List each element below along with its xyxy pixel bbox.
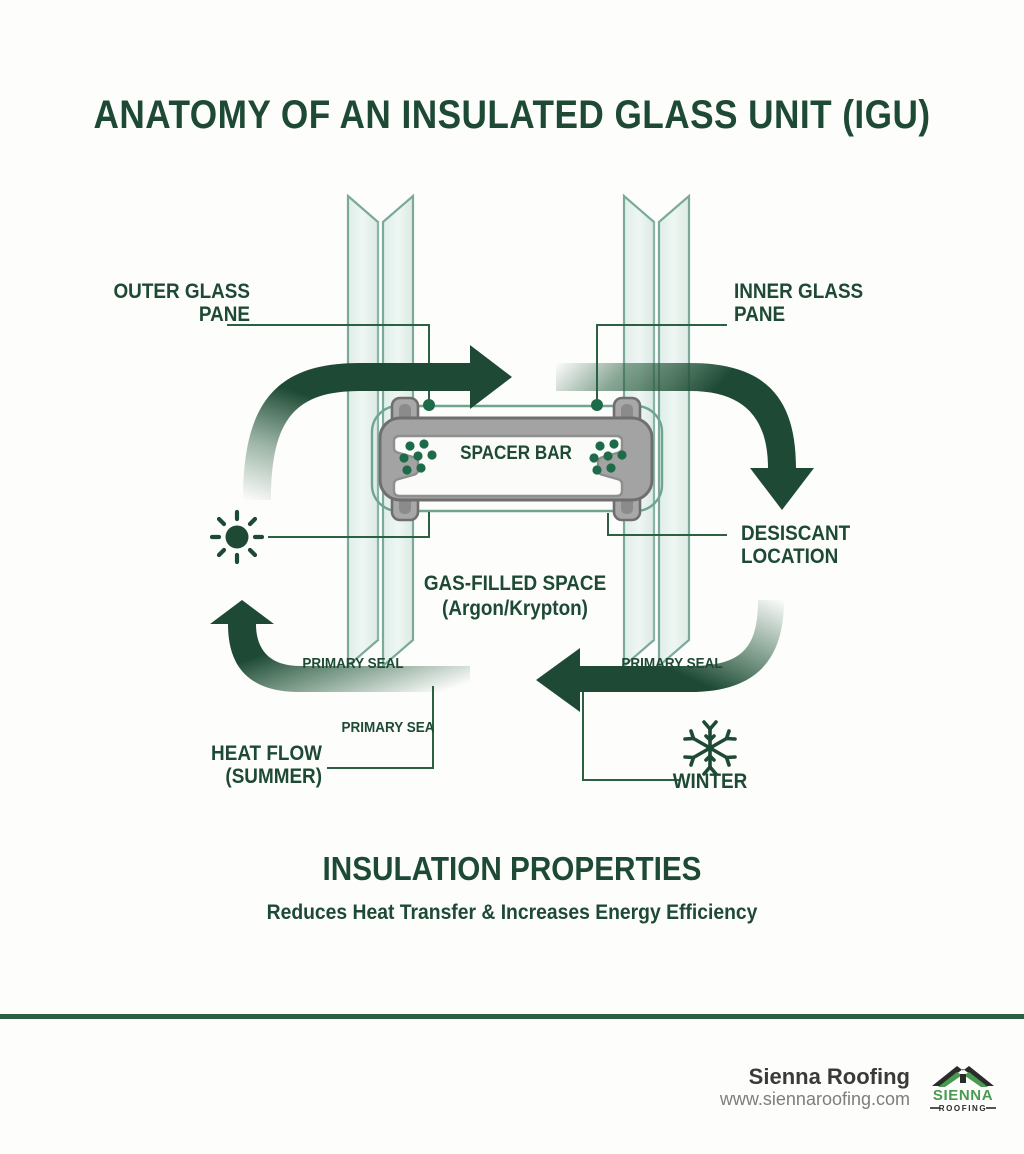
footer-divider	[0, 1014, 1024, 1019]
label-desiccant-location: DESISCANT LOCATION	[741, 522, 851, 568]
label-gas-filled-space: GAS-FILLED SPACE	[423, 572, 607, 595]
label-outer-glass-pane: OUTER GLASS PANE	[113, 280, 250, 326]
logo-text-sub: ROOFING	[939, 1104, 988, 1113]
desiccant-dots-right	[589, 439, 627, 475]
label-heat-flow-summer: HEAT FLOW (SUMMER)	[211, 742, 322, 788]
sun-icon	[209, 509, 265, 565]
inner-glass-pane	[622, 193, 691, 669]
subheadline: Reduces Heat Transfer & Increases Energy…	[266, 901, 758, 924]
primary-seal-outline	[370, 404, 664, 513]
footer-text: Sienna Roofing www.siennaroofing.com	[720, 1064, 910, 1111]
spacer-bar	[378, 396, 654, 522]
label-gas-filled-space-sub: (Argon/Krypton)	[442, 597, 588, 620]
diagram-svg	[209, 193, 814, 781]
snowflake-icon	[683, 720, 737, 776]
desiccant-dots-left	[399, 439, 437, 475]
brand-url[interactable]: www.siennaroofing.com	[719, 1088, 910, 1109]
label-spacer-bar: SPACER BAR	[460, 443, 572, 464]
igu-diagram: OUTER GLASS PANE INNER GLASS PANE DESISC…	[113, 193, 864, 793]
footer: Sienna Roofing www.siennaroofing.com SIE…	[720, 1056, 1002, 1118]
label-inner-glass-pane: INNER GLASS PANE	[734, 280, 864, 326]
heat-flow-arrow-bottom-right	[536, 600, 784, 712]
label-winter: WINTER	[672, 770, 748, 793]
seal-connector-dots	[423, 399, 603, 411]
headline: INSULATION PROPERTIES	[322, 850, 702, 887]
logo-text-main: SIENNA	[933, 1087, 993, 1104]
label-primary-seal-right: PRIMARY SEAL	[621, 655, 723, 672]
heat-flow-arrow-bottom-left	[210, 600, 470, 692]
label-primary-seal-left: PRIMARY SEAL	[302, 655, 404, 672]
sienna-roofing-logo: SIENNA ROOFING	[930, 1066, 996, 1113]
heat-flow-arrow-top-left	[243, 345, 512, 500]
page-title: ANATOMY OF AN INSULATED GLASS UNIT (IGU)	[93, 93, 931, 137]
label-primary-seal-third: PRIMARY SEA	[341, 719, 435, 736]
heat-flow-arrow-top-right	[556, 363, 814, 510]
brand-name: Sienna Roofing	[748, 1063, 910, 1089]
